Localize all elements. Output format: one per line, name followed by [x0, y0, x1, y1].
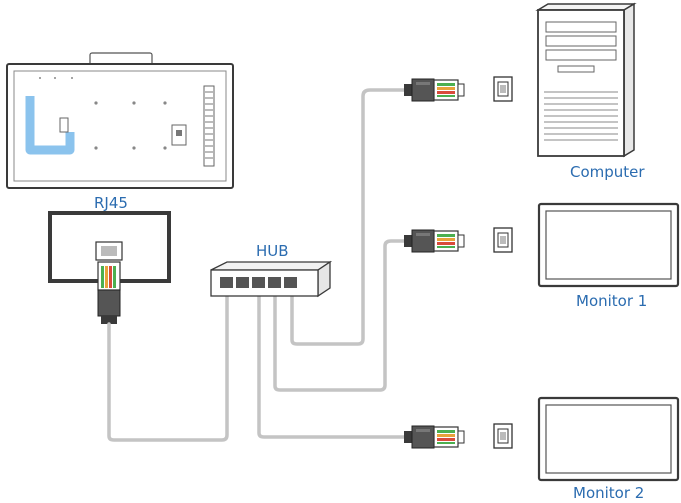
rj45-label: RJ45 — [94, 194, 128, 212]
cables — [107, 88, 412, 442]
computer-label: Computer — [570, 163, 645, 181]
rj45-jack-monitor1 — [493, 227, 513, 253]
ethernet-plug-computer — [403, 78, 465, 102]
monitor-2-label: Monitor 2 — [573, 484, 645, 502]
cable-hub-computer — [290, 88, 412, 346]
display-rear-panel — [6, 52, 234, 189]
network-hub — [210, 260, 333, 298]
desktop-tower — [535, 2, 637, 158]
cable-hub-monitor2 — [257, 282, 412, 439]
monitor-1 — [537, 202, 680, 288]
cable-display-hub — [107, 282, 229, 442]
ethernet-plug-monitor1 — [403, 229, 465, 253]
ethernet-plug-display — [97, 261, 121, 324]
cable-hub-monitor1 — [273, 239, 412, 392]
ethernet-plug-monitor2 — [403, 425, 465, 449]
monitor-2 — [537, 396, 680, 482]
rj45-jack-computer — [493, 76, 513, 102]
hub-label: HUB — [256, 242, 289, 260]
monitor-1-label: Monitor 1 — [576, 292, 648, 310]
rj45-jack-monitor2 — [493, 423, 513, 449]
